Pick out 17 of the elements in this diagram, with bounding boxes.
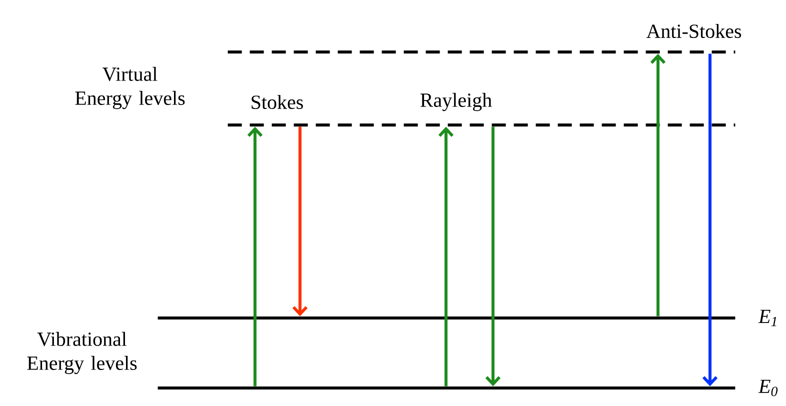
arrow [485, 126, 501, 386]
level-label: Anti-Stokes [646, 24, 742, 38]
virtual-level-line [228, 124, 736, 126]
energy-level-line [158, 386, 736, 390]
energy-level-line [158, 316, 736, 320]
arrow [702, 54, 718, 386]
level-label: Stokes [252, 94, 303, 110]
level-label: Rayleigh [420, 92, 492, 112]
level-symbol: E$_{0}$ [758, 380, 778, 396]
arrow [438, 126, 454, 386]
level-label: Vibrational Energy levels [27, 332, 137, 374]
arrow [650, 54, 666, 316]
level-label: Virtual Energy levels [75, 66, 185, 110]
arrow [247, 126, 263, 386]
virtual-level-line [228, 50, 736, 54]
arrow [292, 126, 308, 316]
level-symbol: E$_{1}$ [758, 310, 776, 326]
